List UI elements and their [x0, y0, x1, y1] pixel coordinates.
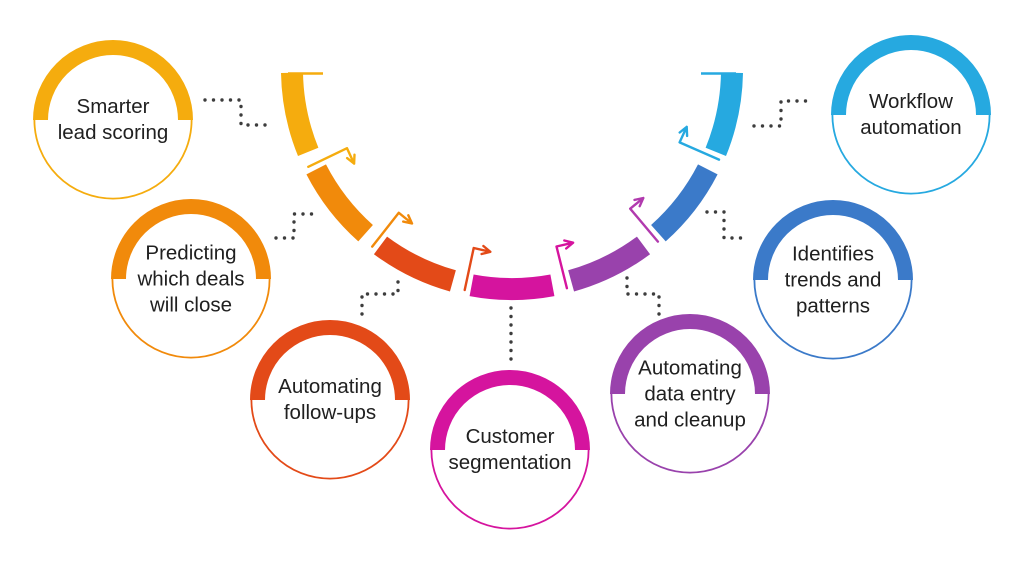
arc-segment-workflow-automation	[705, 72, 743, 157]
item-circle-automating-follow-ups: Automating follow-ups	[250, 320, 410, 480]
arc-segment-smarter-lead-scoring	[281, 72, 319, 157]
arc-segment-automating-follow-ups	[373, 236, 457, 292]
arc-segment-predicting-deals-close	[306, 164, 374, 242]
flow-arrow-icon	[678, 125, 721, 161]
flow-arrow-icon	[555, 239, 575, 290]
item-label: Automating follow-ups	[278, 375, 382, 424]
arc-segment-automating-data-entry	[567, 236, 651, 292]
item-label: Identifies trends and patterns	[784, 242, 882, 317]
flow-arrow-icon	[629, 196, 660, 243]
flow-arrow-icon	[307, 147, 356, 168]
circle-ring-graphic	[33, 40, 193, 200]
connector-dots-predicting-deals-close	[274, 212, 318, 240]
arc-segment-identifies-trends	[650, 164, 718, 242]
item-circle-predicting-deals-close: Predicting which deals will close	[111, 199, 271, 359]
connector-dots-automating-follow-ups	[360, 275, 400, 316]
item-circle-customer-segmentation: Customer segmentation	[430, 370, 590, 530]
circle-ring-graphic	[831, 35, 991, 195]
item-label: Predicting which deals will close	[137, 241, 245, 316]
item-circle-automating-data-entry: Automating data entry and cleanup	[610, 314, 770, 474]
item-label: Customer segmentation	[448, 425, 572, 474]
circle-ring-graphic	[430, 370, 590, 530]
item-circle-workflow-automation: Workflow automation	[831, 35, 991, 195]
connector-dots-automating-data-entry	[625, 275, 661, 316]
item-circle-identifies-trends: Identifies trends and patterns	[753, 200, 913, 360]
circle-ring-graphic	[610, 314, 770, 474]
item-label: Workflow automation	[860, 90, 962, 139]
circle-ring-graphic	[250, 320, 410, 480]
flow-arrow-icon	[371, 211, 414, 248]
connector-dots-workflow-automation	[752, 99, 808, 128]
arc-segment-customer-segmentation	[469, 274, 555, 300]
item-label: Automating data entry and cleanup	[634, 356, 746, 431]
connector-dots-identifies-trends	[705, 210, 746, 240]
flow-arrow-icon	[463, 244, 492, 292]
item-circle-smarter-lead-scoring: Smarter lead scoring	[33, 40, 193, 200]
connector-dots-smarter-lead-scoring	[203, 98, 268, 127]
item-label: Smarter lead scoring	[57, 95, 169, 144]
circle-ring-graphic	[753, 200, 913, 360]
circle-ring-graphic	[111, 199, 271, 359]
